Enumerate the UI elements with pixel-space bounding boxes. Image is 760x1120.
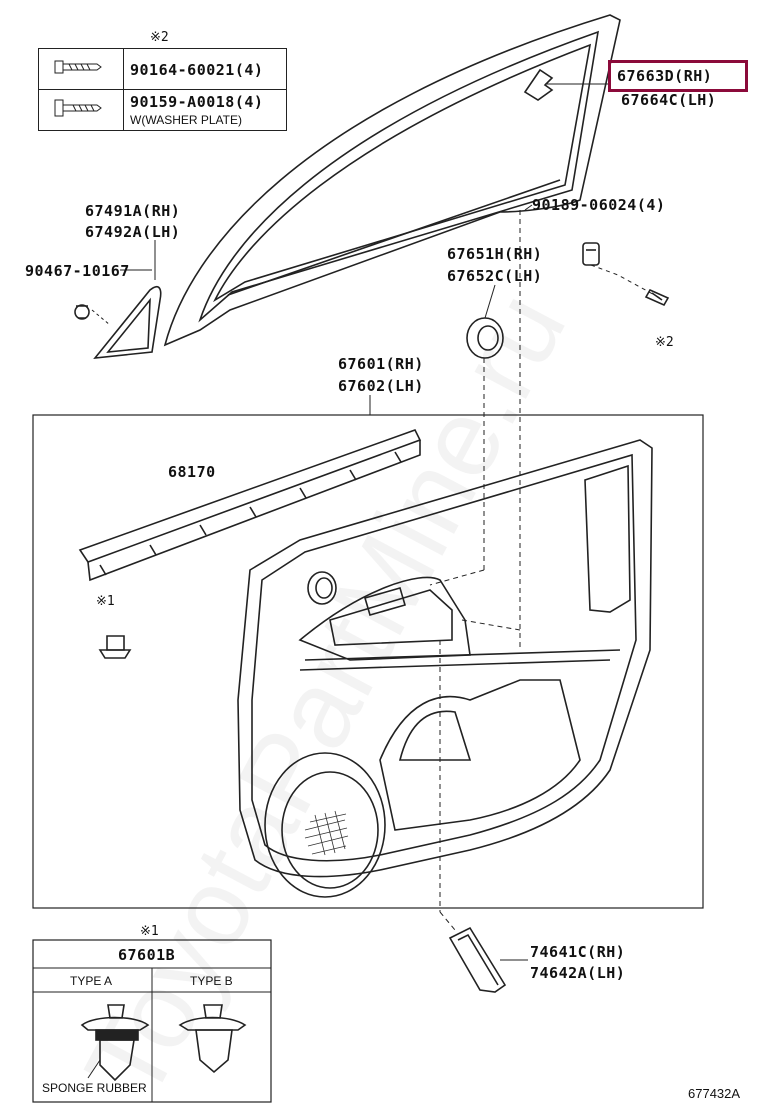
clip-type-a bbox=[80, 1004, 150, 1082]
door-trim-panel bbox=[237, 439, 653, 898]
label-67491a[interactable]: 67491A(RH) bbox=[85, 202, 181, 220]
clip-type-b bbox=[178, 1004, 247, 1074]
label-note1: ※1 bbox=[96, 594, 115, 609]
highlight-box bbox=[608, 60, 748, 92]
label-67651h[interactable]: 67651H(RH) bbox=[447, 245, 543, 263]
door-frame bbox=[163, 14, 621, 347]
bolt-part-number: 90164-60021(4) bbox=[130, 60, 264, 79]
diagram-id: 677432A bbox=[688, 1086, 741, 1101]
bolt-row: 90159-A0018(4) W(WASHER PLATE) bbox=[38, 89, 287, 131]
bolt-icon-cell bbox=[38, 48, 124, 90]
bolt-icon-cell bbox=[38, 89, 124, 131]
label-67663d[interactable]: 67663D(RH) bbox=[617, 67, 713, 85]
clip-table-part[interactable]: 67601B bbox=[118, 946, 176, 964]
clip-type-a-label: TYPE A bbox=[70, 974, 113, 988]
label-74641c[interactable]: 74641C(RH) bbox=[530, 943, 626, 961]
label-67602[interactable]: 67602(LH) bbox=[338, 377, 424, 395]
bolt-icon bbox=[54, 99, 102, 117]
door-trim-box bbox=[32, 414, 704, 909]
label-67601[interactable]: 67601(RH) bbox=[338, 355, 424, 373]
clip-table-note: ※1 bbox=[140, 924, 159, 939]
bolt-part-sub: W(WASHER PLATE) bbox=[130, 112, 243, 127]
label-74642a[interactable]: 74642A(LH) bbox=[530, 964, 626, 982]
screw-note2 bbox=[644, 288, 670, 307]
garnish-74641c bbox=[448, 926, 507, 993]
nut-90189 bbox=[582, 242, 600, 266]
bolt-table-note: ※2 bbox=[150, 30, 169, 45]
corner-trim-67491a bbox=[93, 285, 162, 359]
bolt-part-cell: 90159-A0018(4) W(WASHER PLATE) bbox=[123, 89, 287, 131]
weatherstrip-68170 bbox=[78, 429, 422, 582]
bolt-icon bbox=[54, 60, 102, 74]
label-90467[interactable]: 90467-10167 bbox=[25, 262, 130, 280]
sponge-rubber-label: SPONGE RUBBER bbox=[42, 1081, 147, 1095]
label-90189[interactable]: 90189-06024(4) bbox=[532, 196, 666, 214]
clip-note1 bbox=[98, 635, 132, 659]
bolt-table: 90164-60021(4) 90159-A0018(4) W(WASHER P… bbox=[38, 48, 287, 131]
bolt-part-number: 90159-A0018(4) bbox=[130, 92, 264, 111]
clip-90467 bbox=[74, 304, 90, 320]
speaker-grille bbox=[304, 810, 349, 856]
label-68170[interactable]: 68170 bbox=[168, 463, 216, 481]
bolt-row: 90164-60021(4) bbox=[38, 48, 287, 90]
bolt-part-cell: 90164-60021(4) bbox=[123, 48, 287, 90]
label-67492a[interactable]: 67492A(LH) bbox=[85, 223, 181, 241]
clip-type-b-label: TYPE B bbox=[190, 974, 233, 988]
label-67664c[interactable]: 67664C(LH) bbox=[621, 91, 717, 109]
label-note2: ※2 bbox=[655, 335, 674, 350]
retainer-67663d bbox=[523, 68, 554, 101]
cup-67651h bbox=[466, 317, 504, 359]
label-67652c[interactable]: 67652C(LH) bbox=[447, 267, 543, 285]
